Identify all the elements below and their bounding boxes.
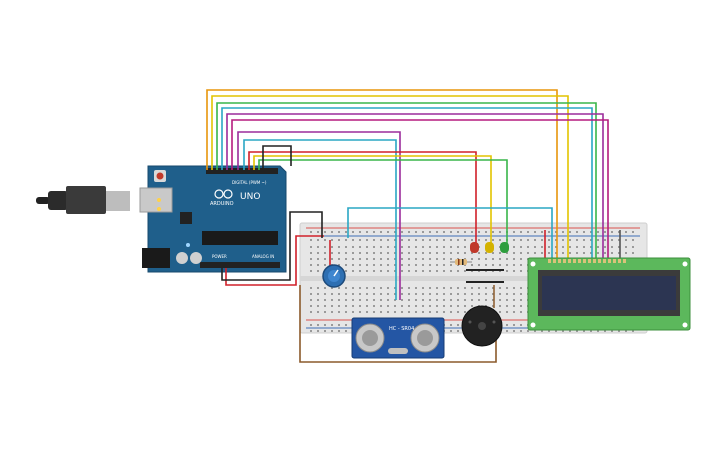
arduino-uno-board: DIGITAL (PWM ~) ARDUINO UNO POWER ANALOG… — [139, 165, 287, 273]
wire-yellow — [211, 95, 569, 258]
wire-orange — [206, 89, 558, 258]
wire-yellow-led — [253, 155, 492, 245]
wires — [206, 89, 621, 363]
power-analog-header — [200, 262, 280, 268]
wire-green-led — [258, 159, 508, 245]
power-jack — [142, 248, 170, 268]
usb-chip — [180, 212, 192, 224]
resistor — [450, 259, 472, 265]
wire-teal-bb — [347, 207, 553, 258]
arduino-analog-label: ANALOG IN — [252, 254, 274, 259]
lcd-display — [527, 257, 691, 331]
wire-teal-sensor — [243, 139, 397, 300]
led-yellow — [485, 242, 494, 253]
capacitor-2 — [190, 252, 202, 264]
atmega-chip — [202, 231, 278, 245]
wire-purple-long — [226, 113, 604, 258]
wire-teal-long — [221, 107, 593, 258]
wire-magenta — [231, 119, 609, 258]
digital-header — [206, 168, 278, 174]
wire-black-gnd — [262, 145, 292, 170]
wire-green-long — [216, 102, 597, 258]
arduino-digital-label: DIGITAL (PWM ~) — [232, 180, 267, 185]
arduino-power-label: POWER — [212, 254, 227, 259]
arduino-model-label: UNO — [240, 192, 260, 202]
arduino-brand-label: ARDUINO — [210, 201, 234, 207]
led-red — [470, 242, 479, 253]
usb-port — [139, 187, 173, 213]
potentiometer — [322, 264, 346, 288]
usb-cable — [36, 186, 130, 214]
wire-purple-sensor — [237, 131, 401, 300]
ultrasonic-sensor: HC - SR04 — [351, 317, 445, 359]
wire-red-led — [248, 151, 477, 245]
sensor-part-label: HC - SR04 — [389, 326, 414, 332]
led-green — [500, 242, 509, 253]
buzzer — [461, 285, 503, 347]
wire-black-power — [221, 211, 323, 281]
arduino-infinity-logo — [214, 189, 233, 199]
wire-brown — [299, 285, 497, 363]
lcd-pins — [548, 259, 626, 263]
capacitor-1 — [176, 252, 188, 264]
